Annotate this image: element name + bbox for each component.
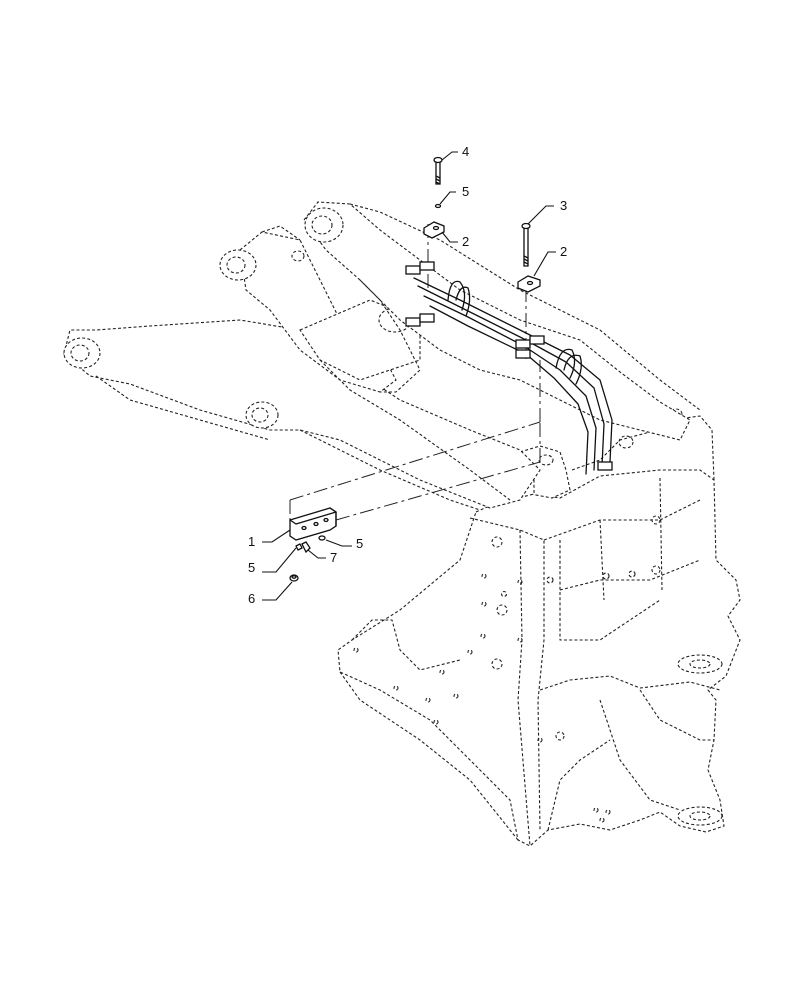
bolt-part-4	[433, 156, 443, 185]
callout-label: 7	[330, 550, 337, 565]
callout-item-2-right: 2	[533, 244, 567, 277]
callout-item-2-left: 2	[441, 231, 469, 249]
callout-item-6: 6	[248, 581, 293, 606]
callout-label: 1	[248, 534, 255, 549]
clamp-part-2-right	[517, 275, 541, 293]
washer-part-5-top	[434, 203, 442, 209]
callout-item-5-left: 5	[248, 547, 297, 575]
callout-label: 2	[560, 244, 567, 259]
callout-label: 6	[248, 591, 255, 606]
callout-label: 4	[462, 144, 469, 159]
callout-item-5-right: 5	[325, 536, 363, 551]
callout-label: 5	[248, 560, 255, 575]
callout-label: 5	[462, 184, 469, 199]
boom-arm-outline	[63, 201, 701, 511]
callout-item-7: 7	[307, 549, 337, 565]
bolt-part-3	[521, 222, 531, 267]
callout-item-3: 3	[527, 198, 567, 225]
callout-item-5-top: 5	[439, 184, 469, 205]
bracket-part-1	[289, 507, 337, 541]
callout-label: 5	[356, 536, 363, 551]
hydraulic-hoses	[405, 261, 613, 475]
clamp-part-2-left	[423, 221, 445, 239]
nut-part-6	[289, 574, 299, 582]
bolt-part-7	[295, 541, 311, 554]
callout-item-1: 1	[248, 529, 291, 549]
callout-label: 3	[560, 198, 567, 213]
callout-item-4: 4	[441, 144, 469, 161]
callout-label: 2	[462, 234, 469, 249]
loader-frame-outline	[337, 408, 741, 847]
callouts: 1 2 2 3 4 5 5	[248, 144, 567, 606]
washer-part-5-lower	[318, 535, 326, 541]
